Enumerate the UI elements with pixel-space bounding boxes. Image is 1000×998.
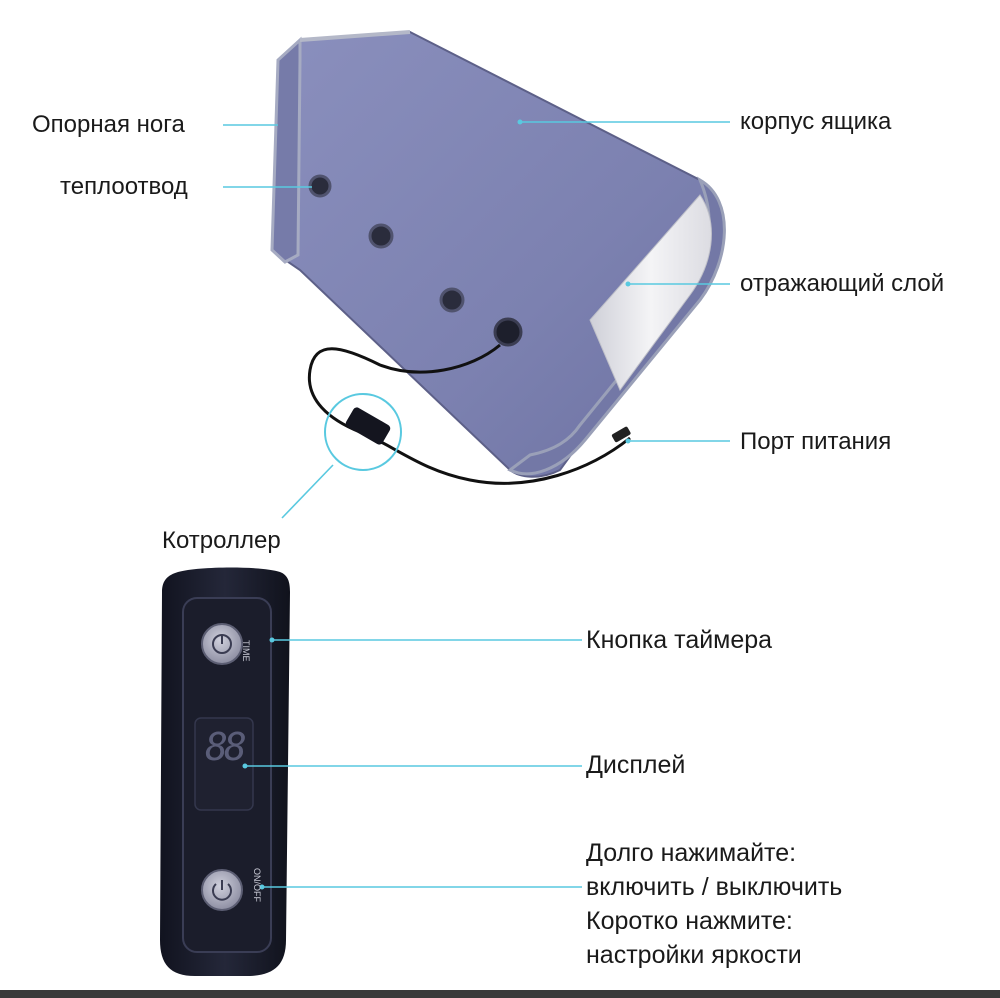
label-box-body: корпус ящика <box>740 108 892 135</box>
instruction-line-1: Долго нажимайте: <box>586 839 797 867</box>
leader-dots-bottom <box>242 637 275 890</box>
label-heat-sink: теплоотвод <box>60 173 188 200</box>
controller-magnifier-ring <box>324 393 402 471</box>
label-display: Дисплей <box>586 751 686 779</box>
heat-sink-holes <box>308 174 523 347</box>
leader-lines-bottom <box>245 639 582 888</box>
power-plug <box>611 426 631 443</box>
power-icon <box>212 883 232 901</box>
power-cable <box>307 343 631 485</box>
controller-device <box>160 567 290 976</box>
leader-lines-top <box>223 121 730 519</box>
label-timer-button: Кнопка таймера <box>586 626 773 654</box>
label-reflective-layer: отражающий слой <box>740 270 945 297</box>
label-power-port: Порт питания <box>740 428 892 455</box>
timer-icon <box>212 634 232 654</box>
onoff-button-text: ON/OFF <box>252 868 262 902</box>
box-body <box>270 30 726 478</box>
instruction-line-2: включить / выключить <box>586 873 843 901</box>
leader-dots-top <box>517 119 631 444</box>
display-window <box>194 717 254 811</box>
instruction-line-4: настройки яркости <box>586 941 802 969</box>
onoff-instructions: Долго нажимайте: включить / выключить Ко… <box>586 836 842 972</box>
inline-controller <box>345 407 391 445</box>
reflective-layer <box>589 194 712 391</box>
bottom-border <box>0 990 1000 998</box>
display-value: 88 <box>205 725 247 769</box>
label-controller: Котроллер <box>162 527 281 554</box>
label-support-leg: Опорная нога <box>32 111 185 138</box>
timer-button-text: TIME <box>241 640 251 662</box>
instruction-line-3: Коротко нажмите: <box>586 907 793 935</box>
